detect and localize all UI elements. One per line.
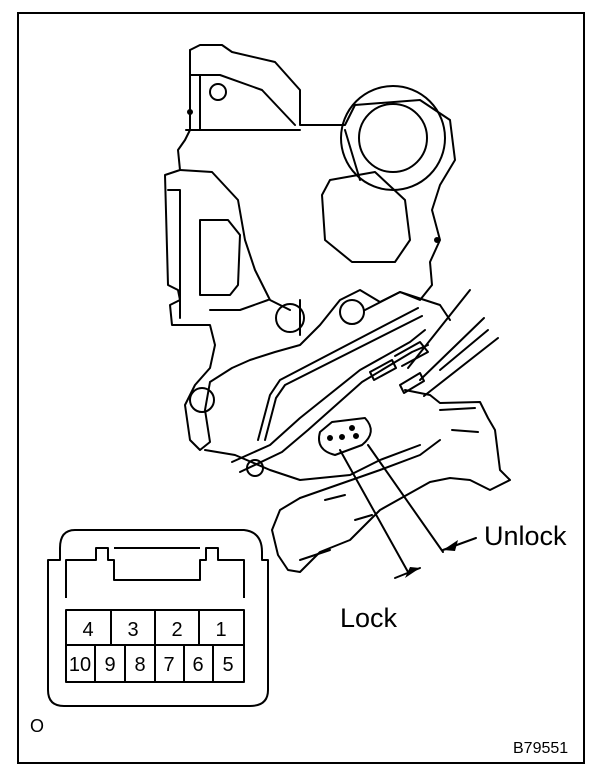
large-gear-hole bbox=[358, 103, 428, 173]
connector-face bbox=[47, 529, 269, 707]
pin-label: 3 bbox=[127, 619, 138, 641]
mount-hole-left bbox=[189, 387, 215, 413]
lock-unlock-dimension bbox=[339, 444, 477, 579]
unlock-arrow-head bbox=[443, 540, 458, 551]
figure-code: B79551 bbox=[513, 740, 569, 757]
pin-label: 7 bbox=[163, 654, 174, 676]
pin-label: 2 bbox=[171, 619, 182, 641]
pin-label: 6 bbox=[192, 654, 203, 676]
lock-actuator-body bbox=[164, 44, 456, 481]
mount-hole-right bbox=[339, 299, 365, 325]
pin-label: 4 bbox=[82, 619, 93, 641]
pin-label: 1 bbox=[215, 619, 226, 641]
corner-mark: O bbox=[30, 716, 45, 736]
figure-frame bbox=[17, 12, 585, 764]
pin-label: 8 bbox=[134, 654, 145, 676]
pin-label: 10 bbox=[69, 654, 91, 676]
mount-hole-middle bbox=[275, 303, 305, 333]
lock-linkage bbox=[231, 289, 499, 473]
pivot-holes bbox=[187, 83, 446, 477]
mount-hole-top bbox=[209, 83, 227, 101]
lock-arrow-head bbox=[405, 567, 420, 578]
large-gear-ring bbox=[340, 85, 446, 191]
pin-label: 5 bbox=[222, 654, 233, 676]
pin-label: 9 bbox=[104, 654, 115, 676]
position-indicator bbox=[318, 417, 372, 456]
lower-housing bbox=[271, 389, 511, 573]
unlock-label: Unlock bbox=[484, 521, 567, 551]
connector-pin-labels: 4 3 2 1 10 9 8 7 6 5 bbox=[69, 619, 234, 676]
lock-label: Lock bbox=[340, 603, 398, 633]
